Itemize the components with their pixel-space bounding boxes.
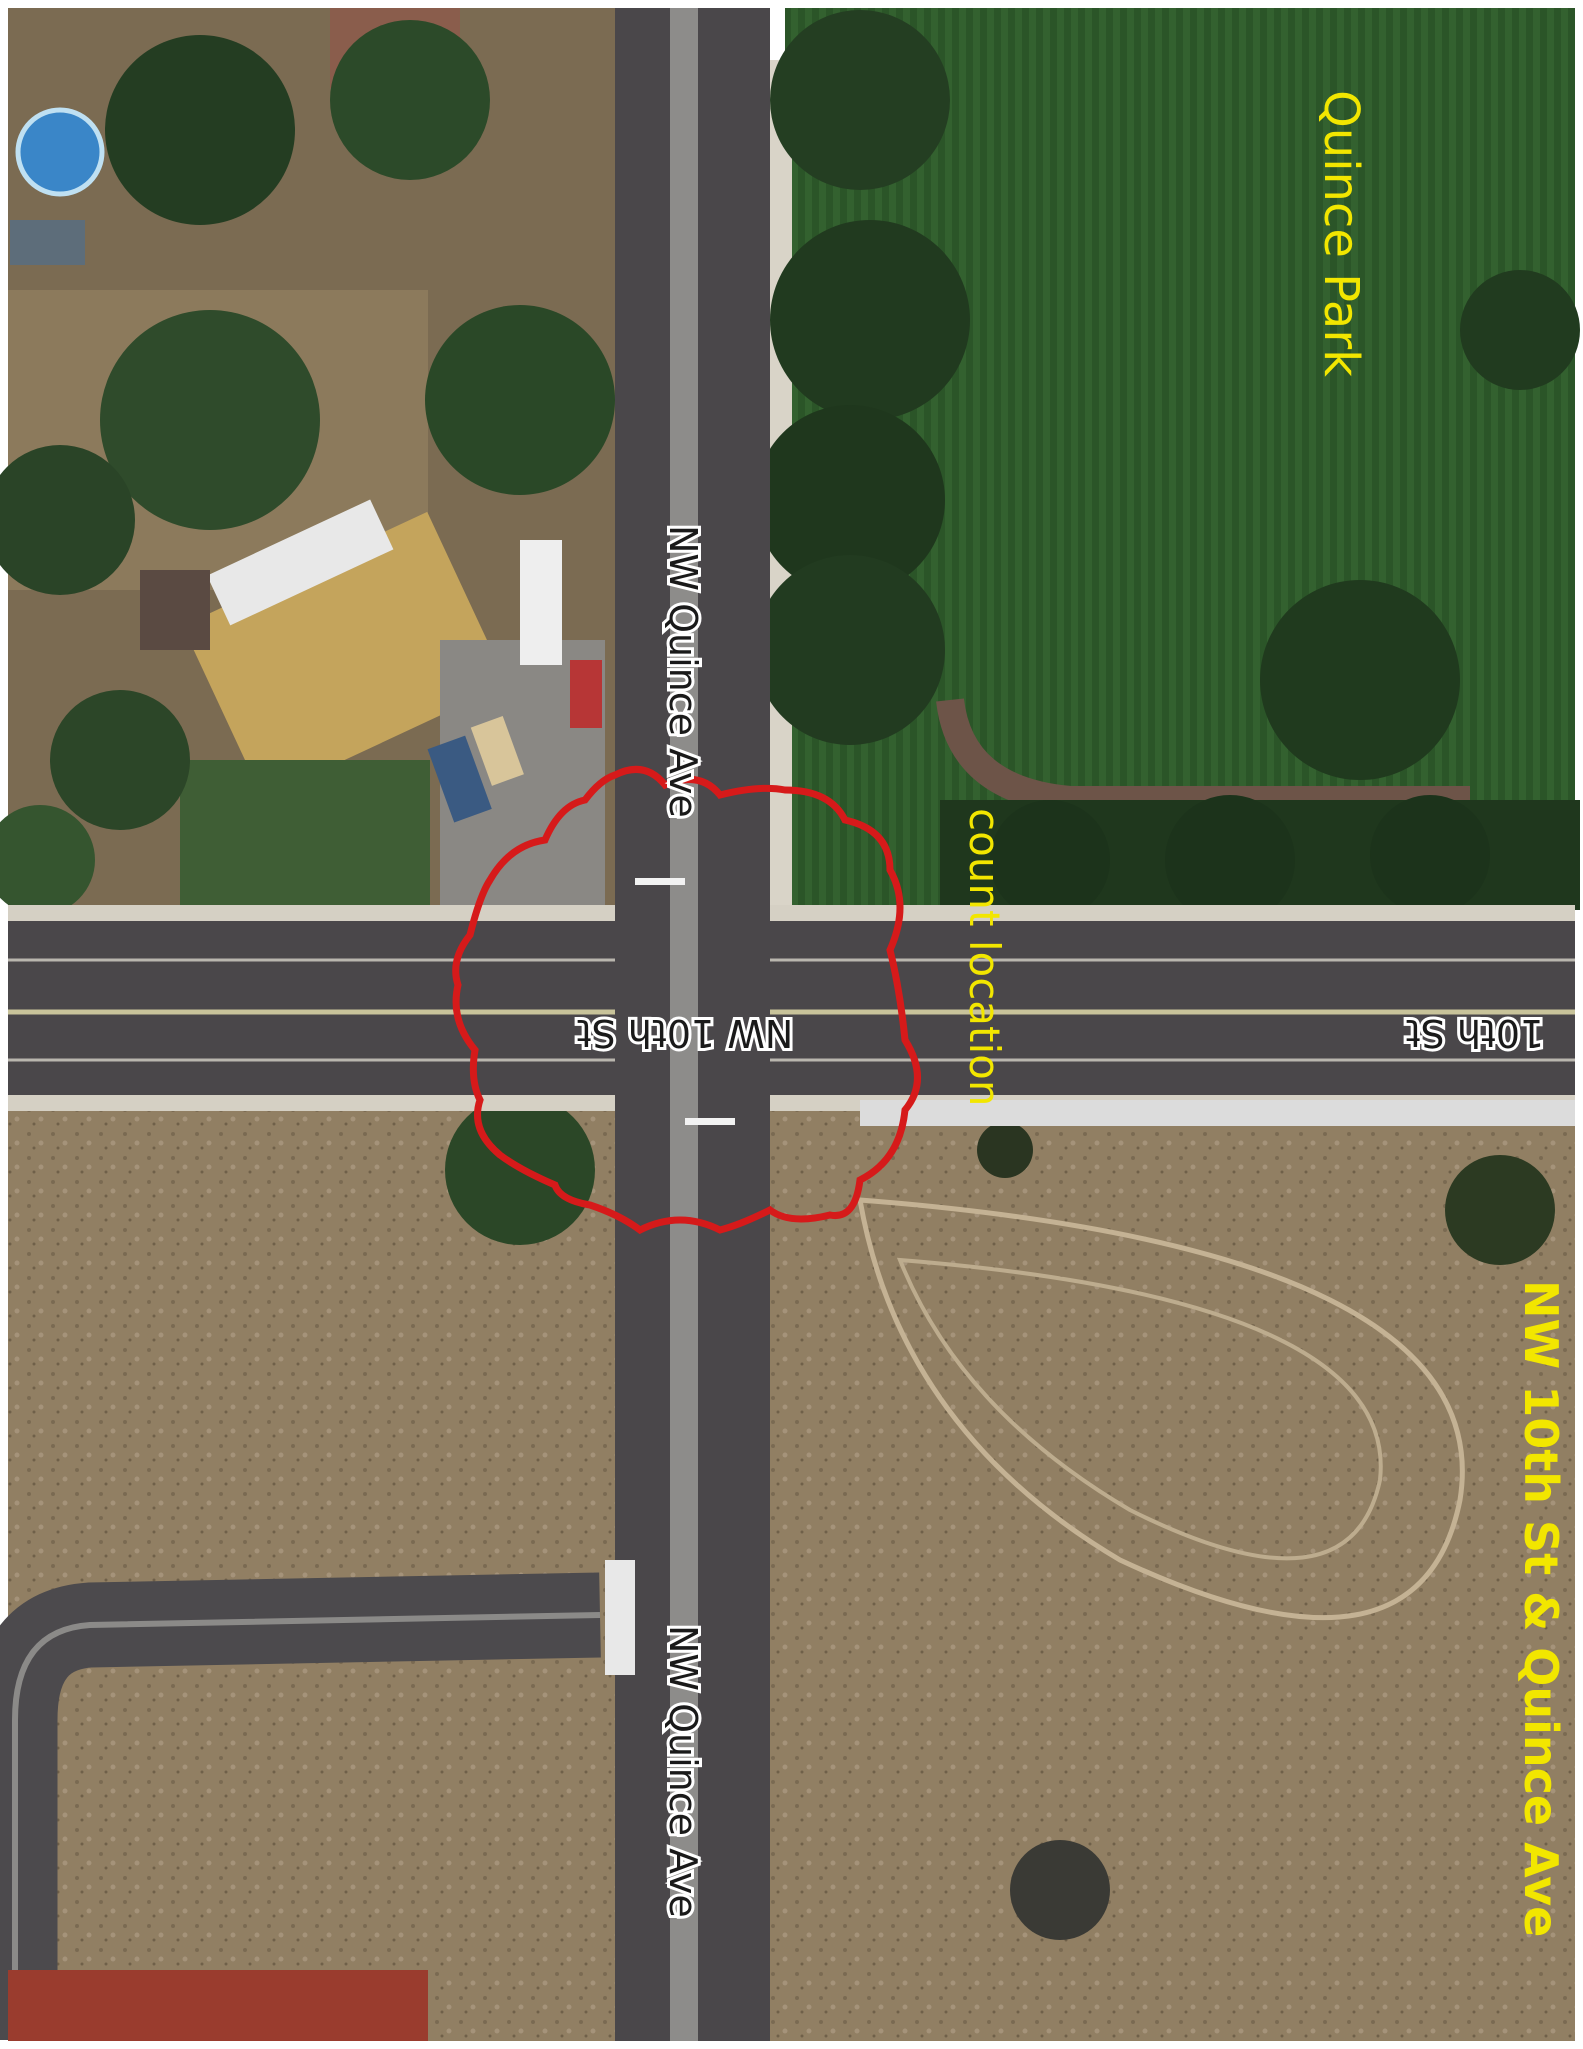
tree xyxy=(0,445,135,595)
pool xyxy=(15,107,105,197)
tree xyxy=(50,690,190,830)
tire-tracks xyxy=(856,1197,1465,1621)
tree xyxy=(755,405,945,595)
tree xyxy=(1165,795,1295,925)
tree xyxy=(100,310,320,530)
quince-median xyxy=(670,8,698,2041)
curb-east xyxy=(860,1100,1575,1126)
stop-bar xyxy=(685,1118,735,1125)
tree xyxy=(990,800,1110,920)
shrub xyxy=(1010,1840,1110,1940)
tree xyxy=(1260,580,1460,780)
side-road-stripe xyxy=(12,1612,601,2040)
street-label-10th-east: 10th St xyxy=(1406,1011,1544,1055)
count-location-label: count location xyxy=(960,808,1009,1107)
stop-bar xyxy=(635,878,685,885)
tree xyxy=(425,305,615,495)
red-earth-patch xyxy=(8,1970,428,2041)
park-label: Quince Park xyxy=(1313,90,1369,377)
car-tan xyxy=(470,715,524,786)
tree xyxy=(755,555,945,745)
shrub xyxy=(977,1122,1033,1178)
dry-field-sw xyxy=(8,1100,615,2041)
tree xyxy=(330,20,490,180)
tree xyxy=(1460,270,1580,390)
street-label-quince-north: NW Quince Ave xyxy=(661,525,705,818)
tree xyxy=(1370,795,1490,915)
crosswalk-marker xyxy=(605,1560,635,1675)
lawn-nw xyxy=(180,760,430,910)
shed xyxy=(10,220,85,265)
tree xyxy=(105,35,295,225)
sidewalk-10th-north xyxy=(8,905,1575,921)
tire-tracks xyxy=(896,1257,1383,1561)
house-main-roof xyxy=(182,511,508,799)
car-blue xyxy=(427,735,492,823)
house-side-building xyxy=(140,570,210,650)
park-path xyxy=(936,698,1470,814)
street-label-10th-center: NW 10th St xyxy=(577,1011,794,1055)
count-location-outline xyxy=(452,765,921,1235)
map-title: NW 10th St & Quince Ave xyxy=(1514,1280,1568,1937)
dry-field-se xyxy=(770,1100,1575,2041)
house-white-roof xyxy=(207,499,394,626)
rv-vehicle xyxy=(520,540,562,665)
car-red xyxy=(570,660,602,728)
street-label-quince-south: NW Quince Ave xyxy=(661,1625,705,1918)
tree xyxy=(770,10,950,190)
tree xyxy=(770,220,970,420)
tree xyxy=(0,805,95,915)
shrub xyxy=(1445,1155,1555,1265)
